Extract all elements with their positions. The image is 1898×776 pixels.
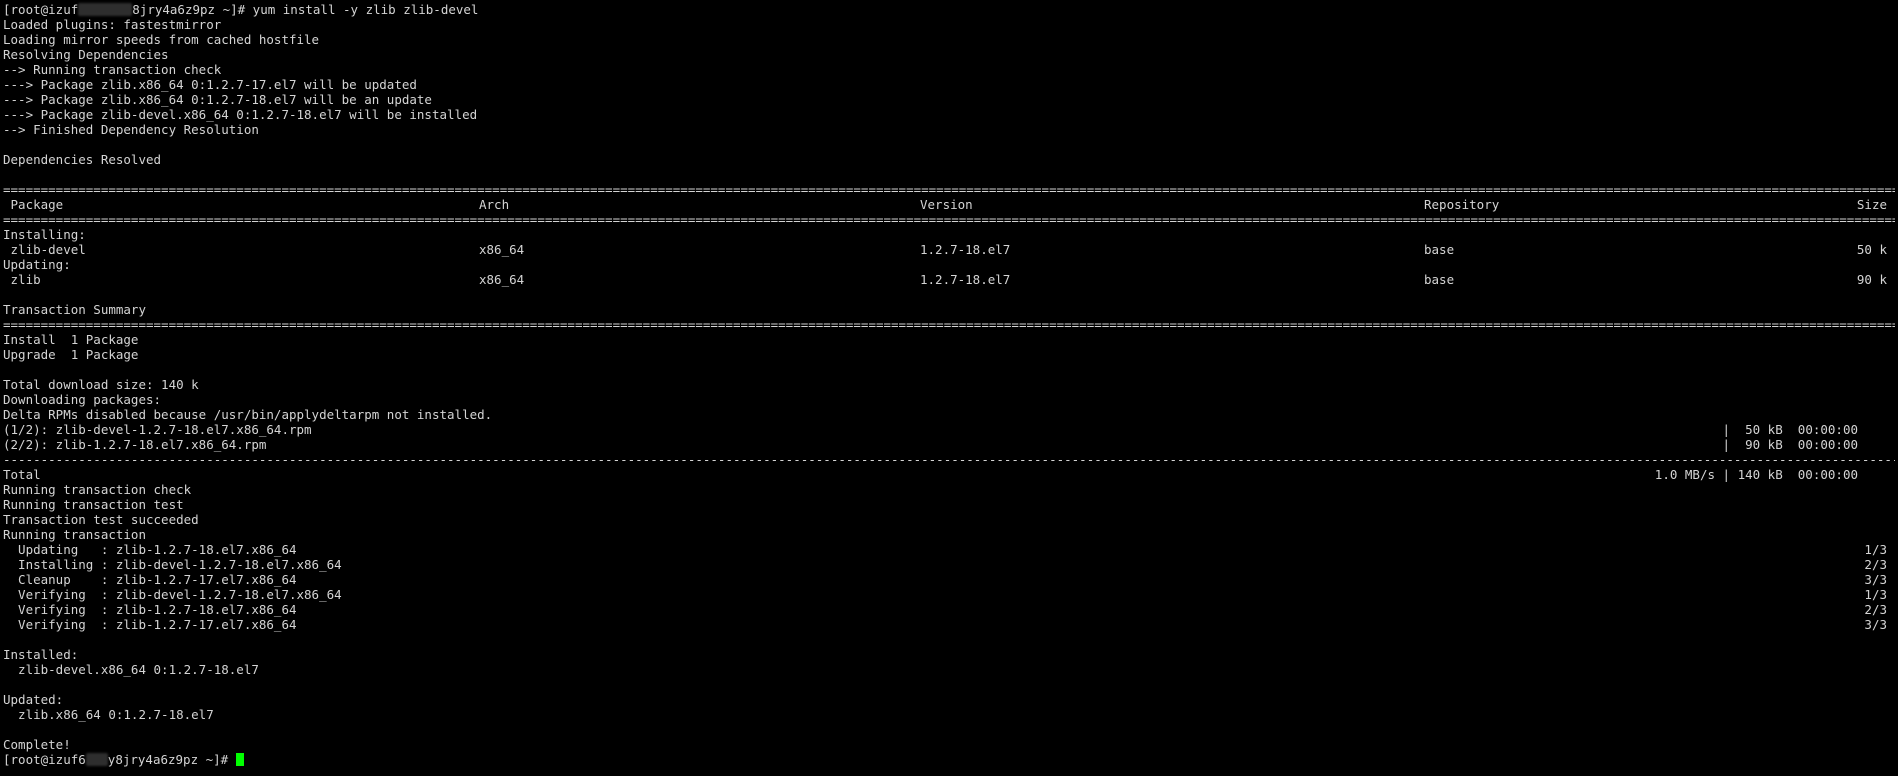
output-line: ---> Package zlib.x86_64 0:1.2.7-18.el7 … [3,92,432,107]
download-total-stats: 1.0 MB/s | 140 kB 00:00:00 [1654,467,1858,482]
table-row: zlib x86_64 1.2.7-18.el7 base 90 k [3,272,1895,287]
step-text: Cleanup : zlib-1.2.7-17.el7.x86_64 [3,572,297,587]
download-file-stats: | 50 kB 00:00:00 [1722,422,1858,437]
download-file-row: (2/2): zlib-1.2.7-18.el7.x86_64.rpm | 90… [3,437,1895,452]
header-repository: Repository [1424,197,1500,212]
separator-line: ========================================… [3,212,1895,227]
text-cursor[interactable] [235,753,244,766]
updated-label: Updated: [3,692,64,707]
header-size: Size [1856,197,1887,212]
step-count: 1/3 [1864,542,1887,557]
cell-arch: x86_64 [479,272,525,287]
output-line: ---> Package zlib.x86_64 0:1.2.7-17.el7 … [3,77,417,92]
separator-line: ========================================… [3,182,1895,197]
cell-version: 1.2.7-18.el7 [920,272,1011,287]
command-prompt-line: [root@izuf 8jry4a6z9pz ~]# yum install -y… [3,2,1895,17]
download-total-row: Total 1.0 MB/s | 140 kB 00:00:00 [3,467,1895,482]
header-arch: Arch [479,197,510,212]
step-text: Installing : zlib-devel-1.2.7-18.el7.x86… [3,557,342,572]
table-header-row: Package Arch Version Repository Size [3,197,1895,212]
installed-package: zlib-devel.x86_64 0:1.2.7-18.el7 [3,662,259,677]
prompt-host: y8jry4a6z9pz ~]# [107,752,229,767]
download-file-stats: | 90 kB 00:00:00 [1722,437,1858,452]
cell-repository: base [1424,242,1455,257]
transaction-step: Updating : zlib-1.2.7-18.el7.x86_64 1/3 [3,542,1895,557]
step-count: 3/3 [1864,617,1887,632]
cell-version: 1.2.7-18.el7 [920,242,1011,257]
prompt-user: [root@izuf6 [3,752,86,767]
blank-line [3,677,1895,692]
header-package: Package [3,197,64,212]
download-file-row: (1/2): zlib-devel-1.2.7-18.el7.x86_64.rp… [3,422,1895,437]
output-line: Loaded plugins: fastestmirror [3,17,222,32]
cell-package: zlib [3,272,41,287]
redacted-hostname [85,753,108,766]
output-line: --> Finished Dependency Resolution [3,122,259,137]
download-file-name: (2/2): zlib-1.2.7-18.el7.x86_64.rpm [3,437,267,452]
updated-package: zlib.x86_64 0:1.2.7-18.el7 [3,707,214,722]
transaction-line: Running transaction [3,527,146,542]
step-count: 1/3 [1864,587,1887,602]
output-line [3,167,1895,182]
complete-message: Complete! [3,737,71,752]
section-label: Updating: [3,257,71,272]
output-line: Resolving Dependencies [3,47,169,62]
step-text: Verifying : zlib-1.2.7-18.el7.x86_64 [3,602,297,617]
step-count: 2/3 [1864,602,1887,617]
cell-size: 90 k [1856,272,1887,287]
cell-arch: x86_64 [479,242,525,257]
download-file-name: (1/2): zlib-devel-1.2.7-18.el7.x86_64.rp… [3,422,312,437]
summary-install: Install 1 Package [3,332,139,347]
transaction-step: Cleanup : zlib-1.2.7-17.el7.x86_64 3/3 [3,572,1895,587]
blank-line [3,632,1895,647]
installed-label: Installed: [3,647,79,662]
delta-rpm-notice: Delta RPMs disabled because /usr/bin/app… [3,407,493,422]
blank-line [3,722,1895,737]
command-prompt-line[interactable]: [root@izuf6 y8jry4a6z9pz ~]# [3,752,1895,767]
summary-title: Transaction Summary [3,302,146,317]
step-text: Verifying : zlib-devel-1.2.7-18.el7.x86_… [3,587,342,602]
transaction-step: Installing : zlib-devel-1.2.7-18.el7.x86… [3,557,1895,572]
download-total-label: Total [3,467,41,482]
command-text: yum install -y zlib zlib-devel [245,2,479,17]
transaction-step: Verifying : zlib-1.2.7-17.el7.x86_64 3/3 [3,617,1895,632]
transaction-line: Running transaction check [3,482,192,497]
transaction-line: Transaction test succeeded [3,512,199,527]
redacted-hostname [78,3,133,16]
header-version: Version [920,197,973,212]
cell-size: 50 k [1856,242,1887,257]
table-row: zlib-devel x86_64 1.2.7-18.el7 base 50 k [3,242,1895,257]
blank-line [3,362,1895,377]
download-status: Downloading packages: [3,392,162,407]
output-line: Dependencies Resolved [3,152,162,167]
output-line: ---> Package zlib-devel.x86_64 0:1.2.7-1… [3,107,478,122]
section-label: Installing: [3,227,86,242]
transaction-step: Verifying : zlib-devel-1.2.7-18.el7.x86_… [3,587,1895,602]
output-line [3,137,1895,152]
summary-upgrade: Upgrade 1 Package [3,347,139,362]
separator-line: ----------------------------------------… [3,452,1895,467]
cell-package: zlib-devel [3,242,86,257]
prompt-host: 8jry4a6z9pz ~]# [132,2,246,17]
blank-line [3,287,1895,302]
step-text: Updating : zlib-1.2.7-18.el7.x86_64 [3,542,297,557]
step-count: 3/3 [1864,572,1887,587]
step-text: Verifying : zlib-1.2.7-17.el7.x86_64 [3,617,297,632]
step-count: 2/3 [1864,557,1887,572]
output-line: --> Running transaction check [3,62,222,77]
separator-line: ========================================… [3,317,1895,332]
cell-repository: base [1424,272,1455,287]
prompt-user: [root@izuf [3,2,79,17]
output-line: Loading mirror speeds from cached hostfi… [3,32,320,47]
transaction-step: Verifying : zlib-1.2.7-18.el7.x86_64 2/3 [3,602,1895,617]
transaction-line: Running transaction test [3,497,184,512]
download-total-size: Total download size: 140 k [3,377,199,392]
